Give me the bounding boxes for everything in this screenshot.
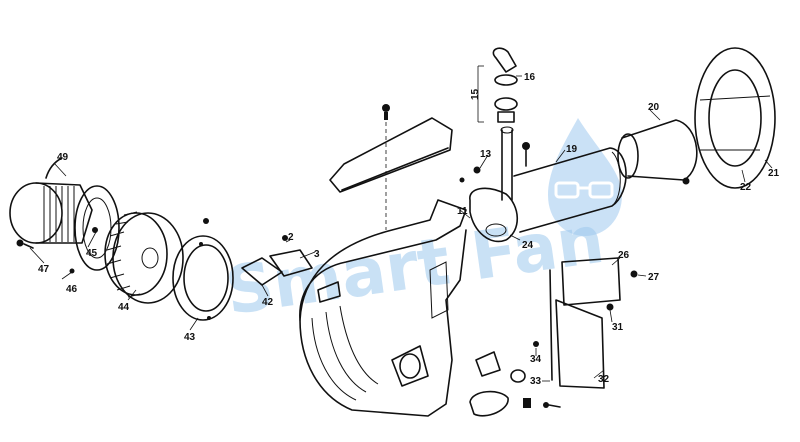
- label-21: 21: [768, 168, 780, 179]
- label-33: 33: [530, 376, 542, 387]
- label-32: 32: [598, 374, 610, 385]
- leader-lines: [29, 75, 773, 382]
- air-inlet-ring: [172, 218, 234, 321]
- label-3: 3: [314, 249, 320, 260]
- label-24: 24: [522, 240, 534, 251]
- label-43: 43: [184, 332, 196, 343]
- fan-wheel: [104, 211, 184, 304]
- label-27: 27: [648, 272, 660, 283]
- label-15: 15: [470, 88, 481, 100]
- label-47: 47: [38, 264, 50, 275]
- ignition-electrode-plates: [469, 257, 638, 417]
- label-16: 16: [524, 72, 536, 83]
- top-cover: [329, 104, 453, 230]
- motor: [9, 157, 120, 274]
- label-19: 19: [566, 144, 578, 155]
- label-34: 34: [530, 354, 542, 365]
- watermark-logo: Smart Fan: [221, 118, 622, 330]
- label-13: 13: [480, 149, 492, 160]
- switch-bracket: [241, 235, 313, 286]
- blast-tube-assembly: [459, 47, 627, 243]
- label-22: 22: [740, 182, 752, 193]
- label-46: 46: [66, 284, 78, 295]
- flame-tube: [617, 47, 776, 189]
- label-31: 31: [612, 322, 624, 333]
- label-42: 42: [262, 297, 274, 308]
- label-45: 45: [86, 248, 98, 259]
- label-11: 11: [457, 206, 468, 217]
- label-20: 20: [648, 102, 660, 113]
- label-26: 26: [618, 250, 630, 261]
- label-44: 44: [118, 302, 130, 313]
- burner-housing: [299, 199, 467, 417]
- label-49: 49: [57, 152, 69, 163]
- part-labels: 49 45 47 46 44 43 42 2 3 11 13 15 16 19 …: [38, 72, 780, 387]
- label-2: 2: [288, 232, 294, 243]
